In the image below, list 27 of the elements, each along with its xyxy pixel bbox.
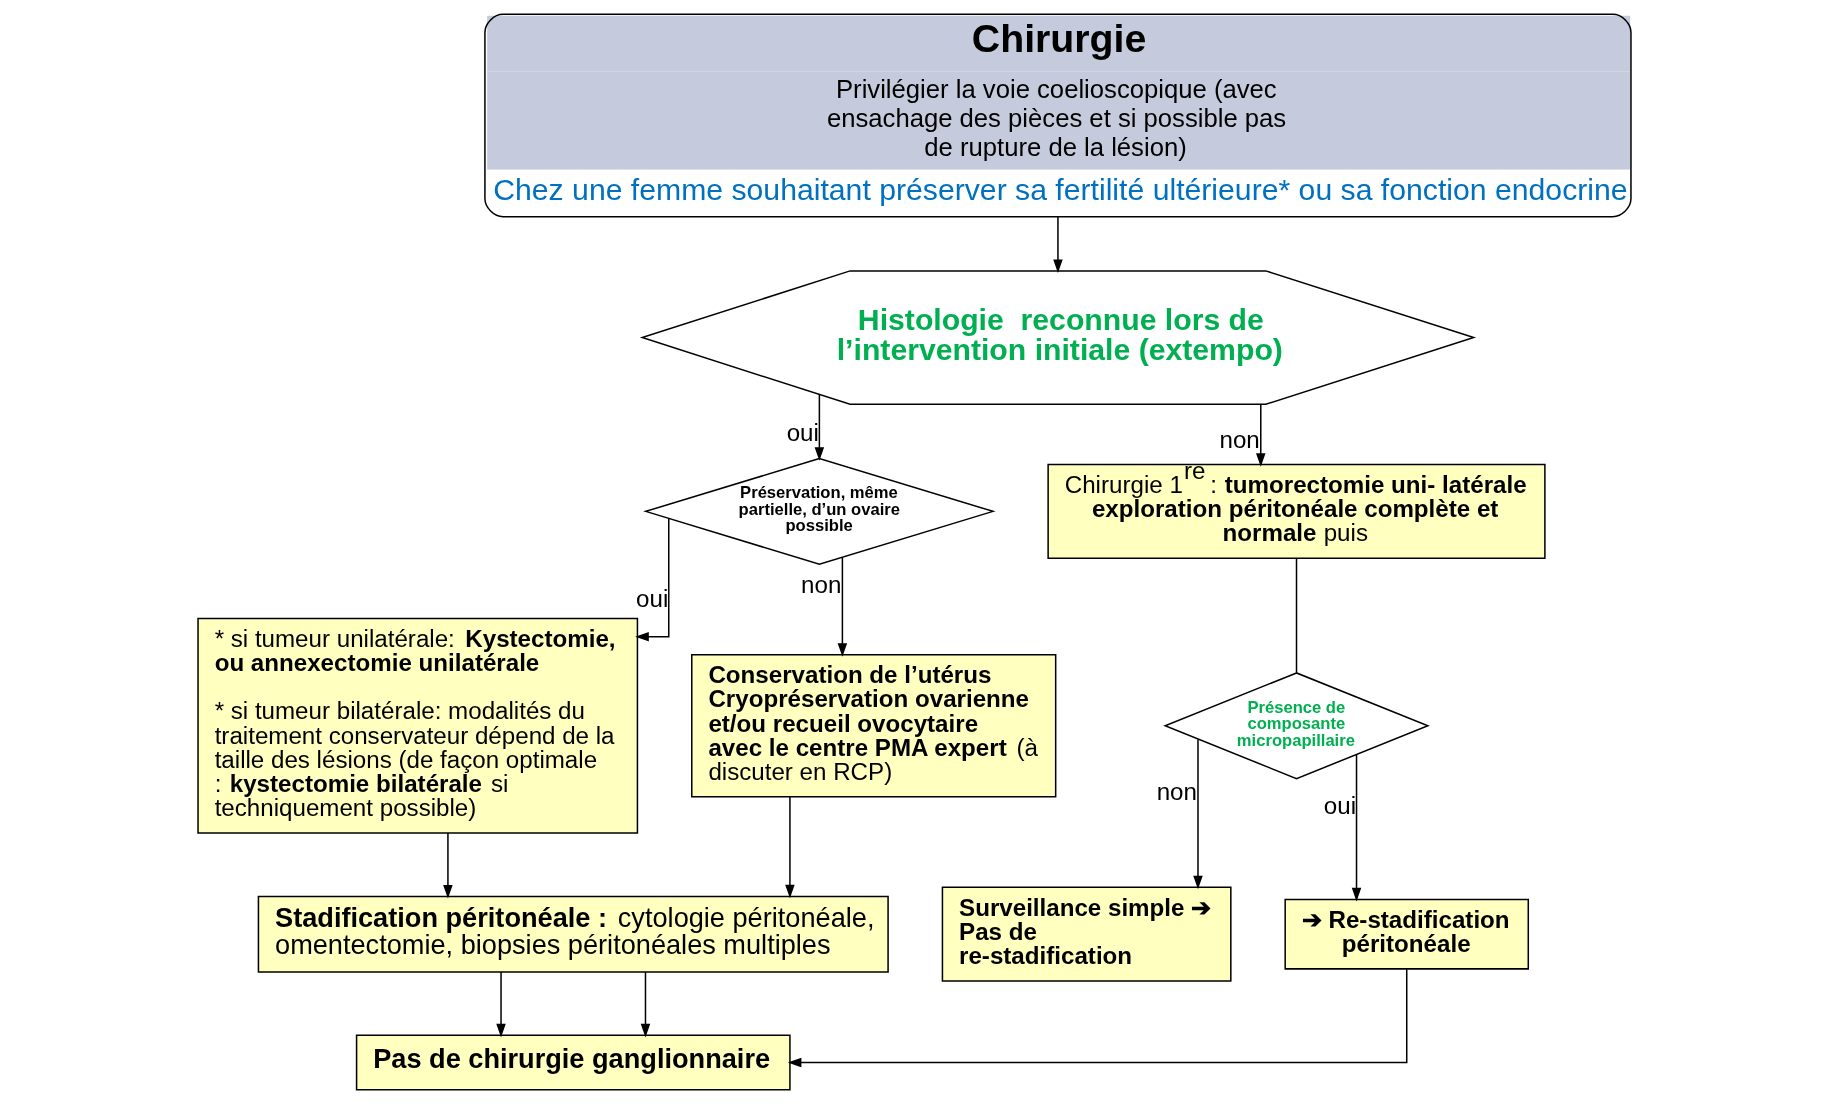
arrow xyxy=(814,393,825,461)
arrow xyxy=(785,796,795,899)
edge-label: oui xyxy=(786,418,819,446)
edge-label: oui xyxy=(636,585,669,613)
arrow xyxy=(1053,216,1063,274)
edge-label: non xyxy=(1156,778,1197,806)
edge-label: oui xyxy=(1323,791,1357,819)
node-box: ➔ Re-stadification péritonéale xyxy=(1284,898,1530,970)
node-box: Pas de chirurgie ganglionnaire xyxy=(355,1034,791,1091)
arrow xyxy=(496,971,506,1038)
arrow xyxy=(1193,738,1203,890)
arrow xyxy=(635,518,670,642)
node-diamond: Présence de composante micropapillaire xyxy=(1163,672,1430,780)
edge-label: non xyxy=(1219,426,1260,454)
node-box: Stadification péritonéale : cytologie péritonéale, omentectomie, biopsies péritonéales multiples xyxy=(257,895,889,973)
arrow xyxy=(640,971,651,1038)
connector xyxy=(1295,557,1298,674)
arrow xyxy=(1351,754,1362,902)
node-box: Surveillance simple ➔ Pas de re-stadification xyxy=(941,886,1232,982)
arrow xyxy=(837,556,848,657)
node-box: Conservation de l’utérus Cryopréservation ovarienne et/ou recueil ovocytaire avec le centre PMA expert (à discuter en RCP) xyxy=(691,654,1057,798)
node-box: * si tumeur unilatérale: Kystectomie, ou annexectomie unilatérale * si tumeur bilatérale: modalités du traitement conservateur dépend de la taille des lésions (de façon optimale : kystectomie bilatérale si techniquement possible) xyxy=(197,617,639,834)
arrow xyxy=(787,968,1408,1068)
edge-label: non xyxy=(801,570,842,598)
node-diamond: Préservation, même partielle, d’un ovaire possible xyxy=(643,457,996,565)
arrow xyxy=(443,832,453,899)
arrow xyxy=(1256,403,1266,467)
